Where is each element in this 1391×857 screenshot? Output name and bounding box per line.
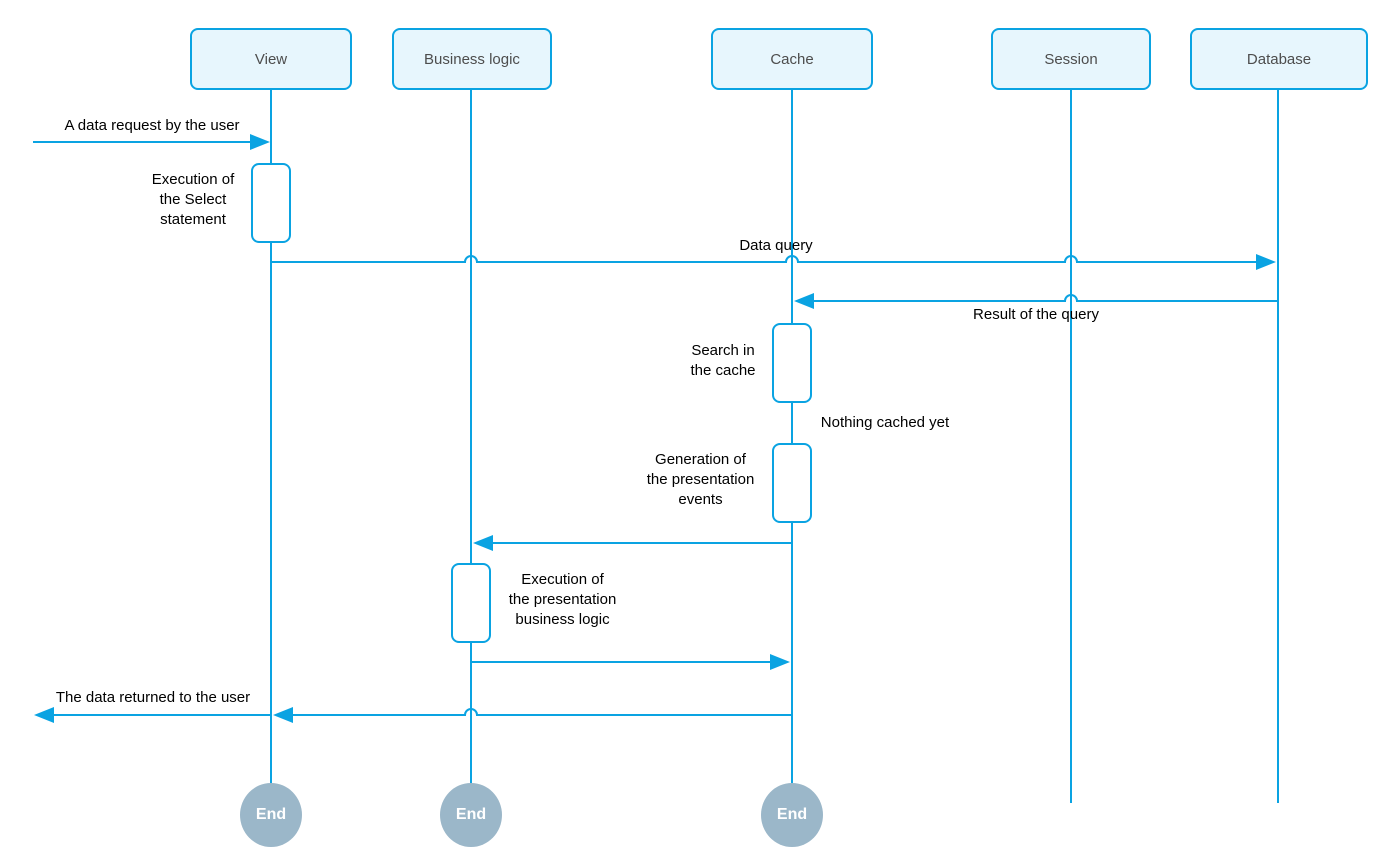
label-generation-events: Generation of the presentation events <box>646 451 755 508</box>
label-search-cache: Search in the cache <box>690 342 756 379</box>
end-node-business-logic[interactable]: End <box>440 783 502 847</box>
label-data-query: Data query <box>739 237 813 254</box>
arrowhead-left-icon <box>273 707 293 723</box>
label-result-query: Result of the query <box>973 306 1099 323</box>
message-arrow-cache-to-business-logic[interactable] <box>473 535 792 551</box>
label-nothing-cached: Nothing cached yet <box>820 414 950 431</box>
message-arrow-data-query[interactable] <box>271 254 1276 270</box>
arrowhead-right-icon <box>770 654 790 670</box>
end-node-cache[interactable]: End <box>761 783 823 847</box>
label-exec-presentation: Execution of the presentation business l… <box>508 571 617 628</box>
arrowhead-left-icon <box>34 707 54 723</box>
activation-cache-generation[interactable] <box>772 443 812 523</box>
arrowhead-left-icon <box>794 293 814 309</box>
actor-business-logic[interactable]: Business logic <box>392 28 552 90</box>
label-request: A data request by the user <box>64 117 240 134</box>
arrowhead-right-icon <box>250 134 270 150</box>
label-returned: The data returned to the user <box>55 689 251 706</box>
message-arrow-request[interactable] <box>33 134 270 150</box>
end-node-view[interactable]: End <box>240 783 302 847</box>
arrowhead-left-icon <box>473 535 493 551</box>
message-arrow-returned[interactable] <box>34 707 271 723</box>
message-arrow-result-query[interactable] <box>794 293 1278 309</box>
actor-cache[interactable]: Cache <box>711 28 873 90</box>
message-arrow-business-logic-to-cache[interactable] <box>471 654 790 670</box>
activation-view-select[interactable] <box>251 163 291 243</box>
actor-view[interactable]: View <box>190 28 352 90</box>
activation-cache-search[interactable] <box>772 323 812 403</box>
actor-database[interactable]: Database <box>1190 28 1368 90</box>
message-arrow-cache-to-view[interactable] <box>273 707 792 723</box>
actor-session[interactable]: Session <box>991 28 1151 90</box>
label-exec-select: Execution of the Select statement <box>151 171 235 228</box>
activation-business-logic-exec[interactable] <box>451 563 491 643</box>
arrowhead-right-icon <box>1256 254 1276 270</box>
